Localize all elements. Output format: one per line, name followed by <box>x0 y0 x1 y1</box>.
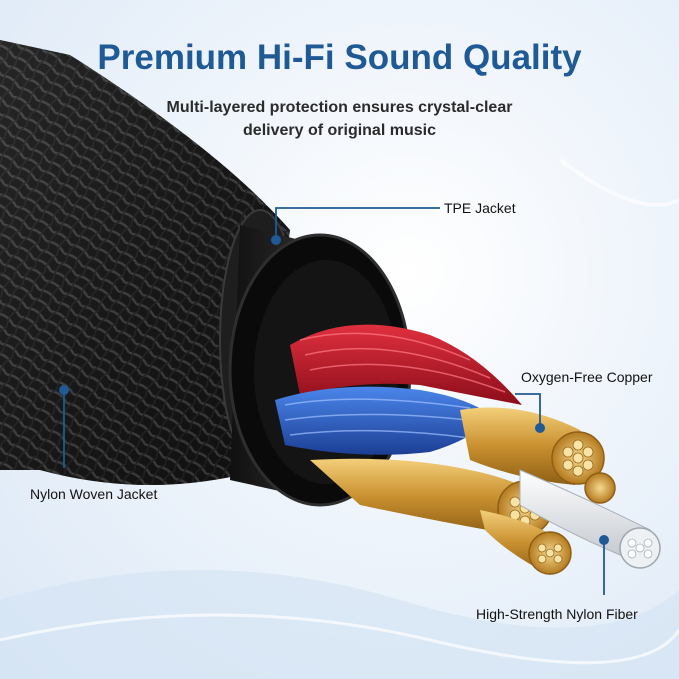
label-tpe-jacket: TPE Jacket <box>444 200 516 216</box>
page-title: Premium Hi-Fi Sound Quality <box>97 38 582 77</box>
copper-wire-bundles <box>310 407 616 575</box>
page-subtitle: Multi-layered protection ensures crystal… <box>0 96 679 142</box>
nylon-fiber-bundle <box>519 469 661 569</box>
subtitle-line-2: delivery of original music <box>243 122 436 139</box>
label-nylon-woven-jacket: Nylon Woven Jacket <box>30 486 158 502</box>
blue-wire-bundle <box>275 386 495 455</box>
copper-callout-line <box>515 393 541 425</box>
label-oxygen-free-copper: Oxygen-Free Copper <box>521 369 653 385</box>
tpe-callout-line <box>275 207 440 238</box>
subtitle-line-1: Multi-layered protection ensures crystal… <box>166 99 513 116</box>
red-wire-bundle <box>290 324 522 405</box>
callout-lines <box>59 207 609 595</box>
label-nylon-fiber: High-Strength Nylon Fiber <box>476 606 638 622</box>
